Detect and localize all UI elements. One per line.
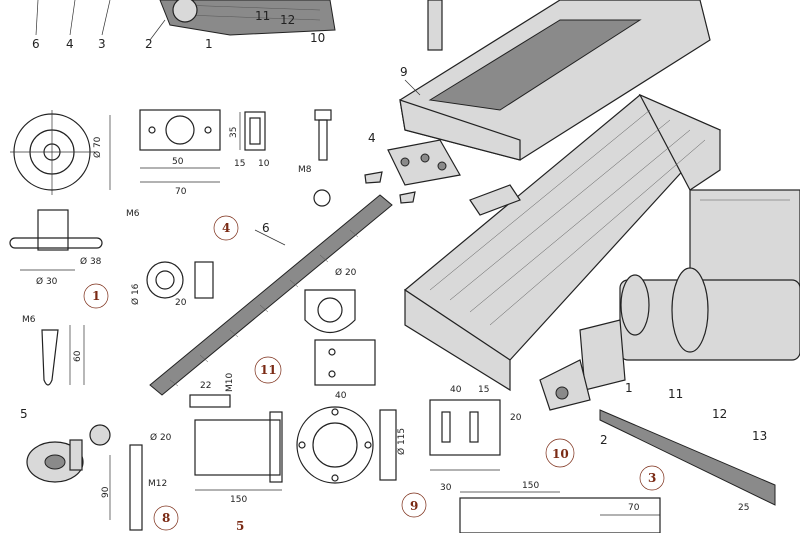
callout-4: 4: [368, 131, 376, 145]
callout-1-bed: 1: [625, 381, 633, 395]
sleeve-part-view: [189, 394, 283, 491]
dim-70-bottom: 70: [628, 503, 640, 513]
block-part-view: [239, 111, 266, 151]
dim-60: 60: [73, 350, 83, 362]
angle-bracket-view: [429, 399, 501, 471]
round-flange-view: [296, 406, 397, 484]
lead-screw-part-6: [149, 194, 393, 396]
dim-20: 20: [175, 298, 187, 308]
dim-m8: M8: [298, 165, 312, 175]
dim-35: 35: [229, 127, 239, 138]
dim-phi115: Ø 115: [396, 428, 407, 455]
dim-m12: M12: [148, 479, 167, 489]
callout-6-screw: 6: [262, 221, 270, 235]
circled-label-5: 5: [236, 519, 244, 533]
dim-phi70: Ø 70: [92, 136, 103, 158]
shaft-assembly: [539, 267, 800, 506]
dim-15-bracket: 15: [478, 385, 489, 395]
dim-phi20: Ø 20: [335, 267, 357, 278]
bottom-dimension-lines: [459, 491, 661, 533]
callout-2-top: 2: [145, 37, 153, 51]
callout-12-top: 12: [280, 13, 295, 27]
dim-phi38: Ø 38: [80, 256, 102, 267]
dim-20-bracket: 20: [510, 413, 522, 423]
dim-150-sleeve: 150: [230, 495, 247, 505]
callout-5: 5: [20, 407, 28, 421]
dim-30-bottom: 30: [440, 483, 452, 493]
callout-3-top: 3: [98, 37, 106, 51]
dim-70: 70: [175, 187, 187, 197]
bracket-part-view: [9, 209, 103, 271]
dim-10: 10: [258, 159, 270, 169]
callout-13-bed: 13: [752, 429, 767, 443]
dim-phi30: Ø 30: [36, 276, 58, 287]
dim-25-bottom: 25: [738, 503, 749, 513]
dim-150-bottom: 150: [522, 481, 539, 491]
handle-part-view: [41, 325, 85, 386]
hinge-part-view: [304, 289, 376, 386]
dim-phi16: Ø 16: [130, 283, 141, 305]
callout-9: 9: [400, 65, 408, 79]
carriage-part-9: [399, 0, 711, 161]
plate-part-4: [364, 139, 461, 204]
callout-12-bed: 12: [712, 407, 727, 421]
circled-label-3: 3: [648, 471, 656, 485]
bolt-part-view: [313, 109, 332, 207]
dim-22: 22: [200, 381, 211, 391]
dim-40: 40: [335, 391, 347, 401]
handwheel-part-5: [26, 424, 111, 483]
callout-2-bed: 2: [600, 433, 608, 447]
callout-11-bed: 11: [668, 387, 683, 401]
callout-10-top: 10: [310, 31, 325, 45]
dim-90: 90: [101, 486, 111, 498]
callout-1-top: 1: [205, 37, 213, 51]
circled-label-4: 4: [222, 221, 230, 235]
flange-part-view: [139, 109, 221, 183]
nut-part-view: [146, 261, 214, 299]
callout-4-top: 4: [66, 37, 74, 51]
dim-m6-handle: M6: [22, 315, 36, 325]
dim-15: 15: [234, 159, 245, 169]
dim-m10: M10: [225, 373, 235, 392]
pin-part-view: [109, 444, 143, 531]
dim-40-bracket: 40: [450, 385, 462, 395]
circled-label-11: 11: [260, 363, 277, 377]
dim-m6: M6: [126, 209, 140, 219]
circled-label-10: 10: [552, 447, 569, 461]
circled-label-8: 8: [162, 511, 170, 525]
circled-label-9: 9: [410, 499, 418, 513]
disc-part-view: [10, 110, 111, 195]
callout-6-top: 6: [32, 37, 40, 51]
dim-phi20-sleeve: Ø 20: [150, 432, 172, 443]
callout-11-top: 11: [255, 9, 270, 23]
circled-label-1: 1: [92, 289, 100, 303]
top-left-assembly: [35, 0, 443, 51]
dim-50: 50: [172, 157, 184, 167]
